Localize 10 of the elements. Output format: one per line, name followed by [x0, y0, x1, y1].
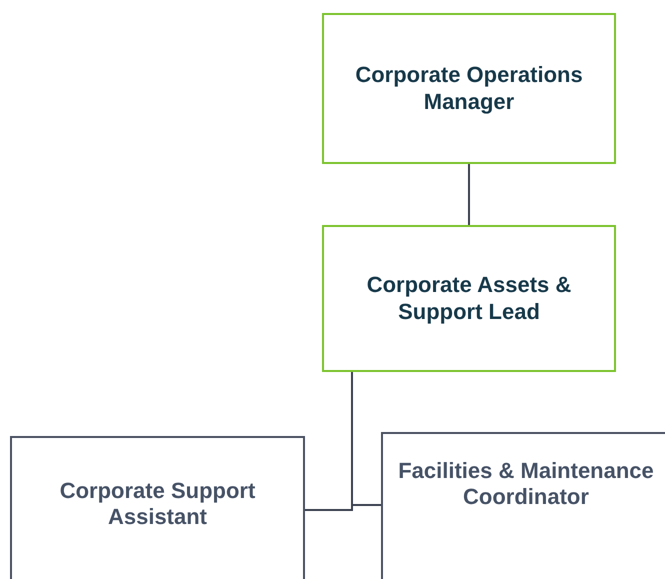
role-box: [322, 225, 616, 372]
role-box: [10, 436, 305, 579]
role-box: [381, 432, 665, 579]
role-title: Corporate Support Assistant: [58, 478, 256, 531]
role-title: Corporate Operations Manager: [354, 62, 584, 115]
role-title: Facilities & Maintenance Coordinator: [397, 458, 655, 511]
connector-line: [468, 164, 470, 225]
role-box: [322, 13, 616, 164]
role-title: Corporate Assets & Support Lead: [366, 272, 572, 325]
connector-line: [351, 372, 381, 506]
